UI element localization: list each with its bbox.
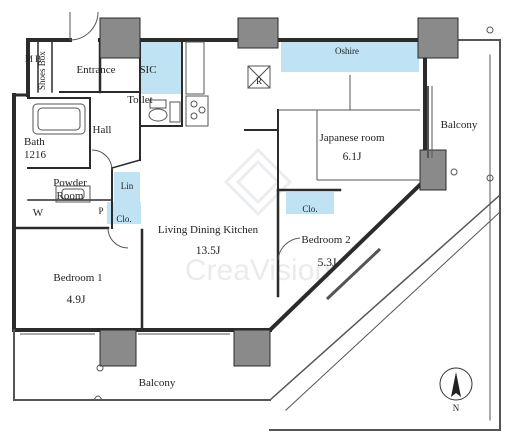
column-bottom-mid bbox=[233, 329, 271, 367]
label-balcony-right: Balcony bbox=[441, 119, 478, 131]
label-p: P bbox=[98, 206, 103, 216]
column-bottom-left bbox=[99, 329, 137, 367]
label-bedroom-2: Bedroom 2 bbox=[301, 234, 350, 246]
closet-1-storage bbox=[107, 202, 141, 224]
label-japanese-size: 6.1J bbox=[343, 151, 362, 163]
label-bedroom-1-size: 4.9J bbox=[67, 294, 86, 306]
label-bath: Bath bbox=[24, 136, 45, 148]
lin-storage bbox=[114, 172, 140, 202]
column-top-right bbox=[417, 17, 459, 59]
column-top-entrance bbox=[99, 17, 141, 59]
oshire-storage bbox=[281, 40, 419, 72]
label-powder-room-2: Room bbox=[57, 190, 84, 202]
details bbox=[20, 11, 494, 401]
label-hall: Hall bbox=[93, 124, 112, 136]
label-oshire: Oshire bbox=[335, 46, 359, 56]
label-shoes-box: Shoes Box bbox=[37, 51, 47, 90]
label-ldk-size: 13.5J bbox=[196, 245, 221, 257]
label-mb: M B bbox=[25, 54, 41, 64]
label-bedroom-2-size: 5.3J bbox=[318, 257, 337, 269]
label-closet-2: Clo. bbox=[302, 204, 317, 214]
column-right-mid bbox=[419, 149, 447, 191]
closet-2-storage bbox=[286, 192, 334, 214]
column-top-middle bbox=[237, 17, 279, 49]
label-bedroom-1: Bedroom 1 bbox=[53, 272, 102, 284]
label-bath-size: 1216 bbox=[24, 149, 47, 161]
label-japanese-room: Japanese room bbox=[319, 132, 385, 144]
watermark: CreaVision bbox=[185, 147, 331, 287]
r-mark-box bbox=[247, 65, 271, 89]
label-sic: SIC bbox=[139, 64, 156, 76]
north-arrow-icon bbox=[451, 372, 461, 397]
label-lin: Lin bbox=[121, 181, 134, 191]
label-closet-1: Clo. bbox=[116, 214, 131, 224]
label-w: W bbox=[33, 207, 44, 219]
svg-text:N: N bbox=[453, 403, 460, 413]
north-compass: N bbox=[439, 367, 473, 413]
watermark-text: CreaVision bbox=[185, 254, 331, 287]
room-labels: M B Shoes Box Entrance SIC Toilet Hall B… bbox=[24, 46, 478, 389]
columns bbox=[99, 17, 459, 367]
label-entrance: Entrance bbox=[76, 64, 115, 76]
label-toilet: Toilet bbox=[127, 94, 153, 106]
label-balcony-bottom: Balcony bbox=[139, 377, 176, 389]
label-powder-room-1: Powder bbox=[53, 177, 87, 189]
label-r-mark: R bbox=[256, 76, 262, 86]
sic-storage bbox=[140, 40, 182, 94]
label-ldk: Living Dining Kitchen bbox=[158, 224, 259, 236]
storage-areas bbox=[107, 40, 419, 224]
watermark-logo-icon bbox=[223, 147, 293, 217]
